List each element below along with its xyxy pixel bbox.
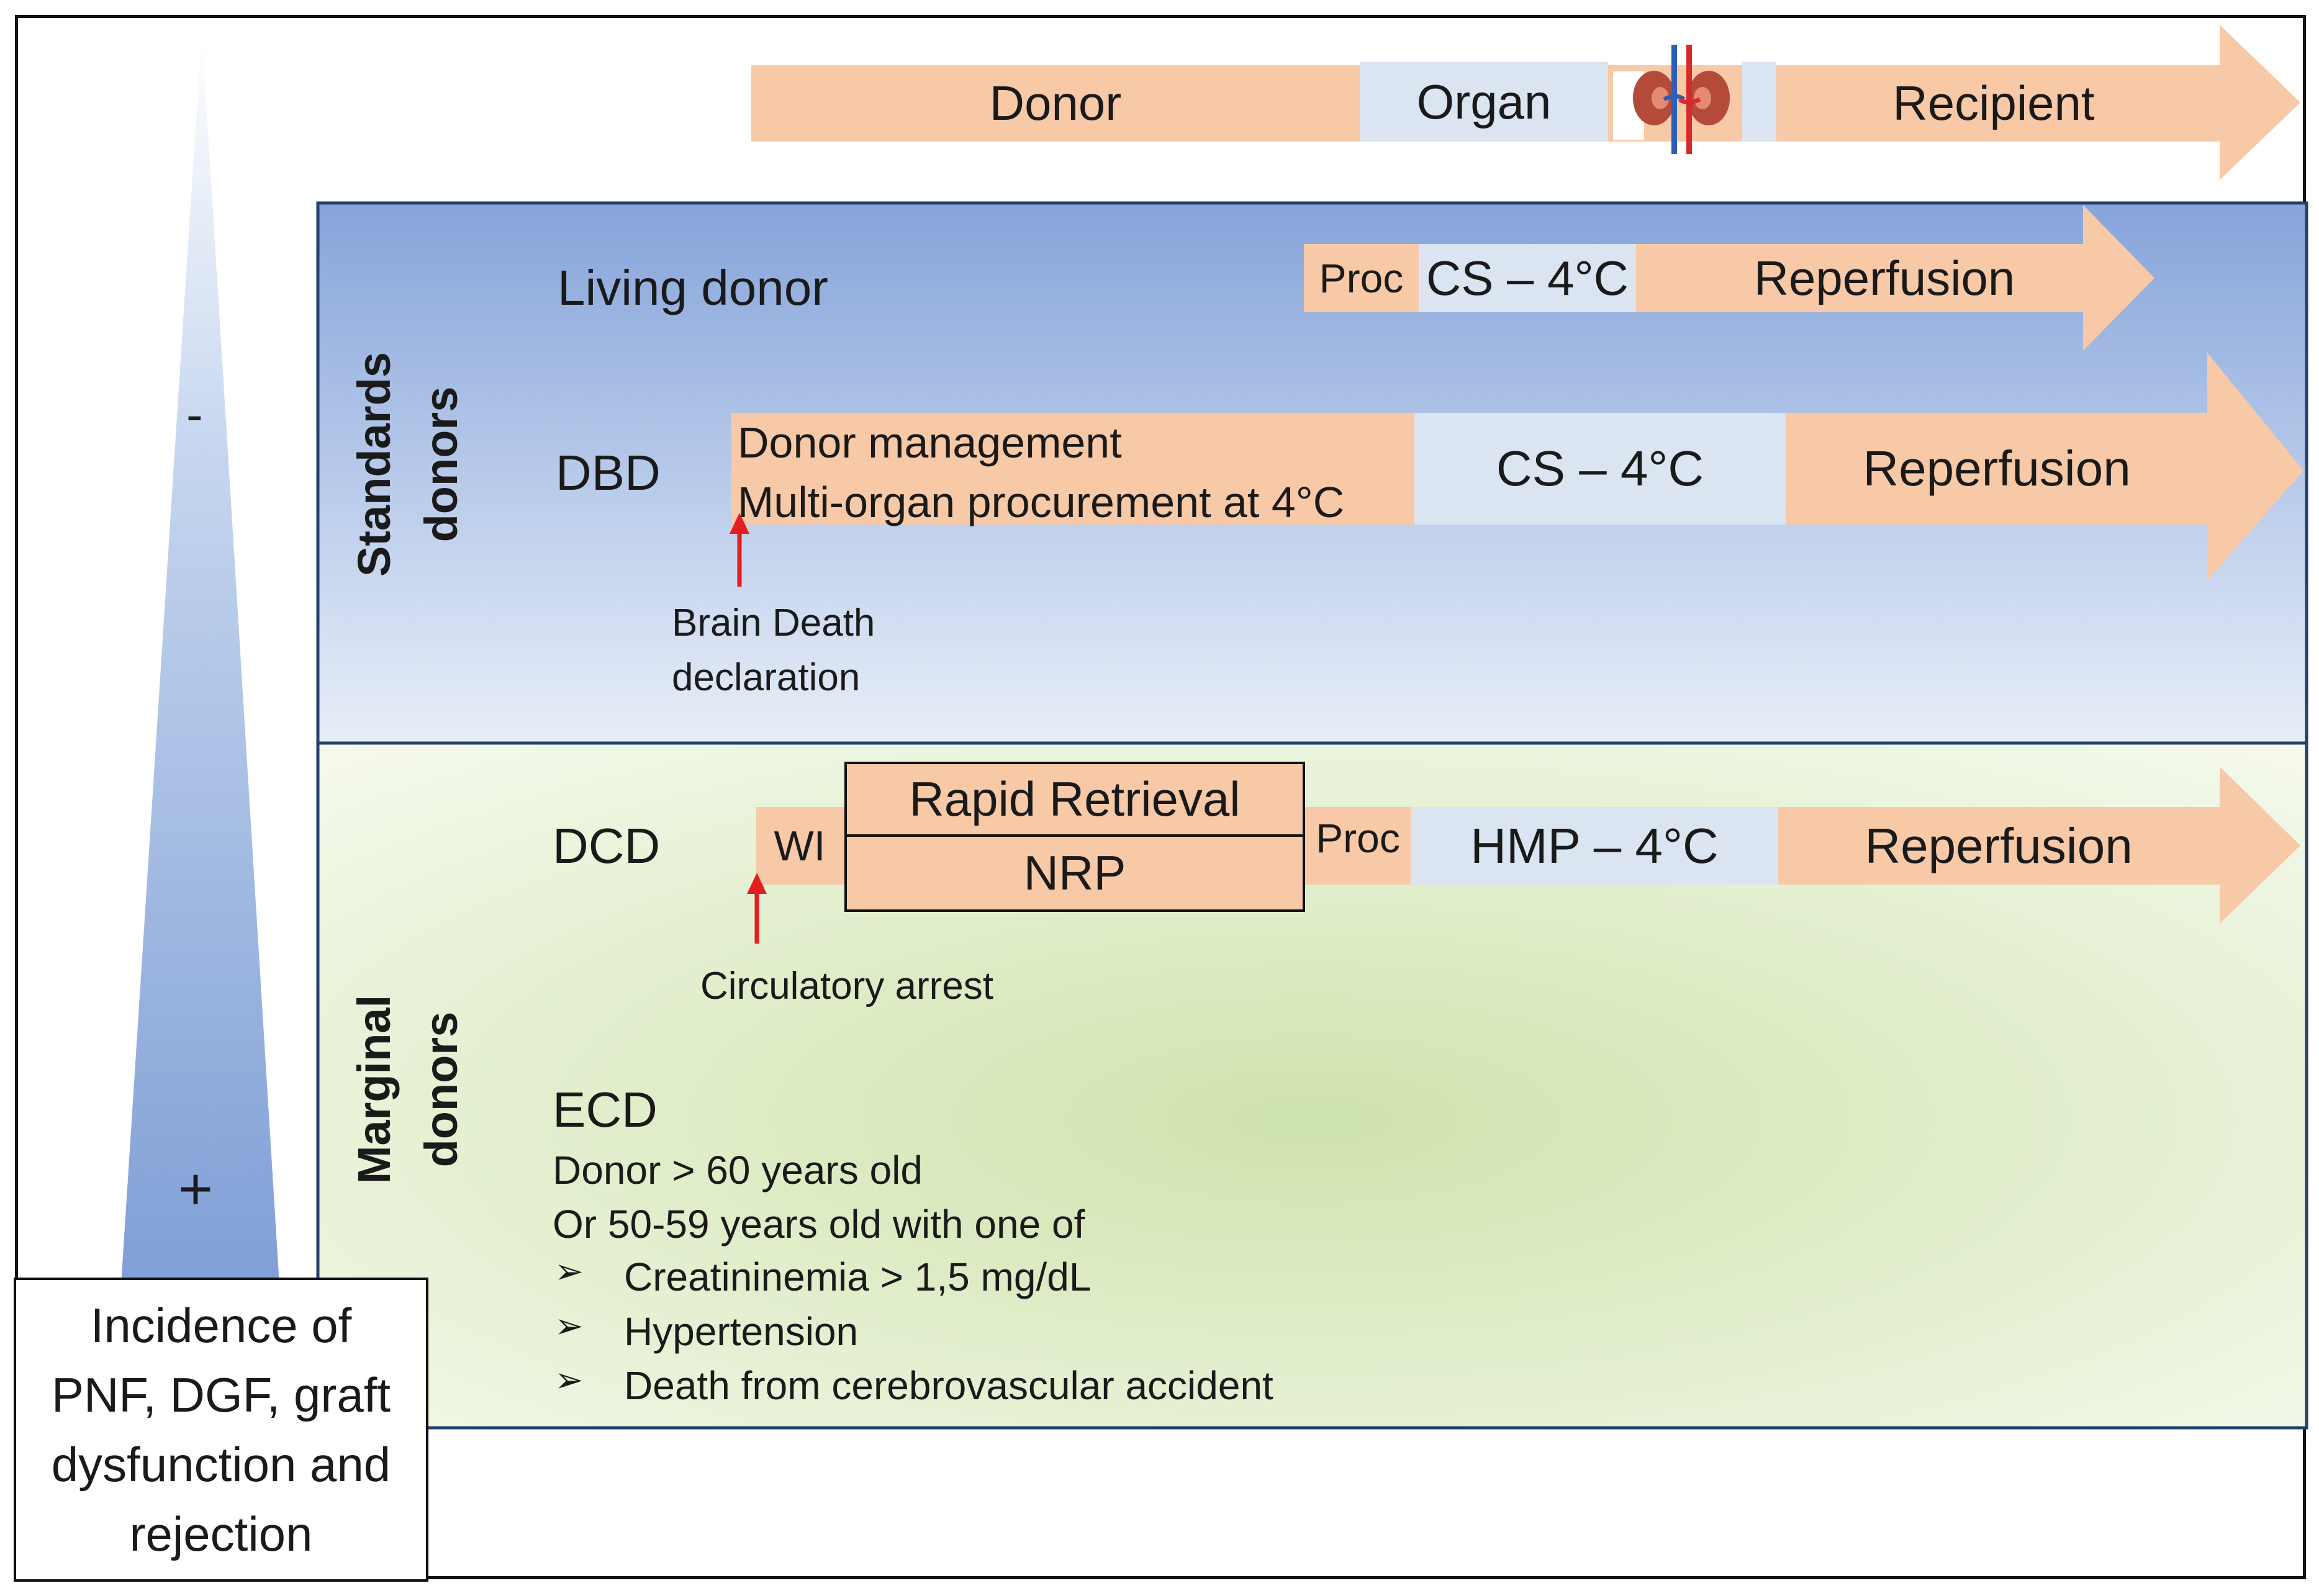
dcd-label: DCD: [553, 818, 661, 873]
standard-donors-section-label: Standards donors: [341, 322, 475, 607]
brain-death-line-1: Brain Death: [672, 602, 875, 644]
rapid-retrieval-label: Rapid Retrieval: [909, 772, 1241, 826]
ecd-bullet-icon: ➢: [554, 1306, 584, 1345]
marginal-donors-label-line-1: Marginal: [348, 994, 400, 1184]
dbd-storage-segment: CS – 4°C: [1414, 413, 1786, 525]
ecd-criteria-line-2: Or 50-59 years old with one of: [553, 1202, 1085, 1247]
kidney-icon: [1613, 45, 1730, 154]
flow-organ-segment: Organ: [1360, 62, 1608, 142]
dcd-reperfusion-label: Reperfusion: [1865, 818, 2133, 873]
living-donor-storage-segment: CS – 4°C: [1419, 244, 1636, 312]
dcd-proc-label: Proc: [1316, 815, 1400, 861]
ecd-bullet-icon: ➢: [554, 1251, 584, 1291]
living-donor-storage-label: CS – 4°C: [1426, 250, 1629, 305]
living-donor-arrow: [1304, 205, 2154, 351]
incidence-label-line-1: Incidence of: [90, 1298, 352, 1353]
incidence-triangle: [121, 31, 279, 1285]
brain-death-event-label: Brain Death declaration: [672, 596, 875, 705]
flow-organ-segment-right: [1742, 62, 1776, 142]
marginal-donors-label-line-2: donors: [415, 1011, 467, 1168]
ecd-title: ECD: [553, 1082, 658, 1137]
nrp-cell: NRP: [847, 837, 1303, 909]
flow-recipient-segment: Recipient: [1776, 65, 2211, 142]
living-donor-reperfusion-segment: Reperfusion: [1636, 244, 2133, 312]
ecd-criteria-line-1: Donor > 60 years old: [553, 1148, 923, 1192]
brain-death-line-2: declaration: [672, 656, 861, 699]
dbd-management-segment: Donor management Multi-organ procurement…: [731, 413, 1414, 526]
living-donor-reperfusion-label: Reperfusion: [1753, 250, 2015, 305]
ecd-bullet-item: Creatininemia > 1,5 mg/dL: [624, 1255, 1092, 1299]
dcd-proc-segment: Proc: [1305, 807, 1411, 869]
dcd-reperfusion-segment: Reperfusion: [1778, 807, 2219, 885]
dbd-management-line-1: Donor management: [738, 418, 1122, 467]
red-up-arrow-icon: [747, 873, 767, 944]
incidence-label-line-4: rejection: [129, 1507, 313, 1561]
ecd-bullet-item: Hypertension: [624, 1309, 859, 1354]
living-donor-proc-label: Proc: [1319, 255, 1404, 301]
flow-donor-label: Donor: [989, 76, 1122, 130]
dcd-warm-ischemia-label: WI: [774, 822, 826, 870]
flow-organ-label: Organ: [1416, 74, 1552, 129]
red-up-arrow-icon: [730, 513, 749, 587]
dbd-storage-label: CS – 4°C: [1496, 441, 1704, 496]
incidence-label-line-2: PNF, DGF, graft: [51, 1368, 391, 1422]
standard-donors-label-line-1: Standards: [348, 352, 400, 577]
dcd-storage-segment: HMP – 4°C: [1411, 807, 1778, 885]
dbd-management-line-2: Multi-organ procurement at 4°C: [738, 478, 1345, 526]
dbd-reperfusion-label: Reperfusion: [1863, 441, 2131, 496]
flow-donor-segment: Donor: [751, 65, 1360, 142]
incidence-label-box: Incidence of PNF, DGF, graft dysfunction…: [14, 1278, 428, 1582]
living-donor-label: Living donor: [558, 260, 828, 315]
marginal-donors-section-label: Marginal donors: [341, 947, 475, 1232]
dcd-storage-label: HMP – 4°C: [1470, 818, 1719, 873]
circulatory-arrest-label: Circulatory arrest: [700, 965, 993, 1008]
axis-plus-sign: +: [178, 1156, 214, 1222]
axis-minus-sign: -: [186, 387, 203, 442]
living-donor-proc-segment: Proc: [1304, 244, 1419, 312]
rapid-retrieval-cell: Rapid Retrieval: [847, 764, 1303, 837]
nrp-label: NRP: [1023, 845, 1126, 900]
standard-donors-label-line-2: donors: [415, 386, 467, 543]
dcd-warm-ischemia-segment: WI: [756, 807, 843, 885]
dbd-label: DBD: [556, 445, 661, 500]
incidence-label-line-3: dysfunction and: [51, 1437, 391, 1492]
ecd-bullet-icon: ➢: [554, 1360, 584, 1399]
flow-recipient-label: Recipient: [1892, 76, 2095, 130]
dcd-retrieval-box: Rapid Retrieval NRP: [844, 762, 1305, 912]
ecd-bullet-item: Death from cerebrovascular accident: [624, 1363, 1273, 1408]
dbd-reperfusion-segment: Reperfusion: [1786, 413, 2208, 525]
